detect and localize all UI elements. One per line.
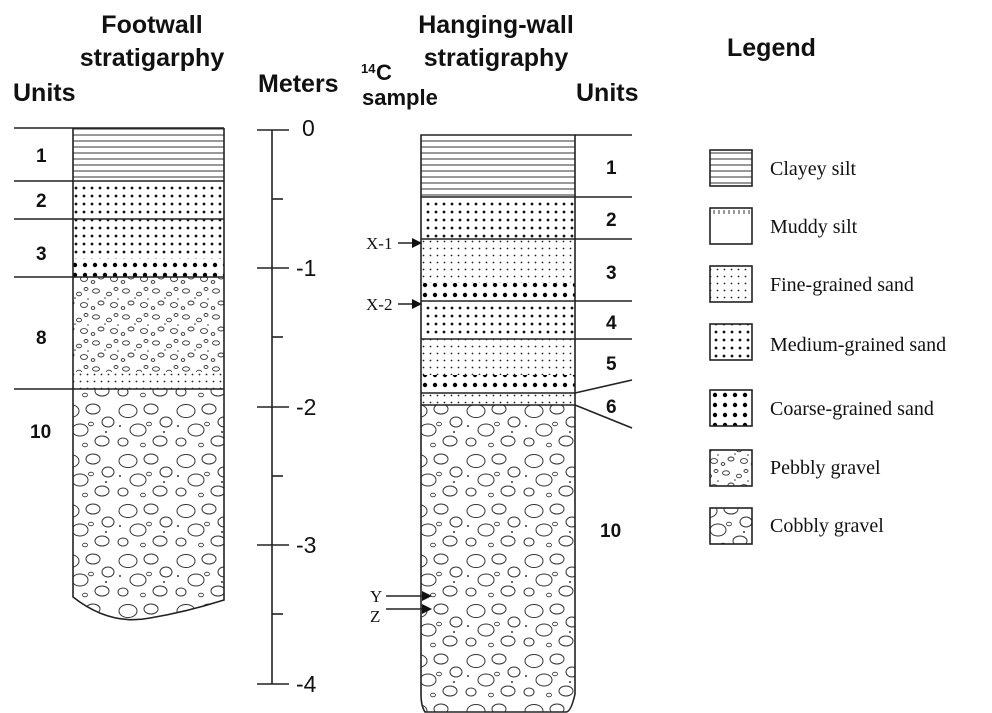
hanging-unit-1-fill [421,135,575,197]
hanging-unit-label: 4 [606,313,617,334]
legend-swatch-coarse-sand [709,389,753,427]
hanging-unit-2-fill [421,197,575,239]
units-left-header: Units [13,79,76,107]
muddy-silt-ticks [713,210,750,214]
hanging-unit-label: 6 [606,397,617,418]
sample-label-z: Z [370,607,380,626]
legend-swatch-fine-sand [709,265,753,303]
legend-label: Fine-grained sand [770,274,914,296]
scale-label: -2 [296,394,316,420]
depth-scale: 0 -1 -2 -3 -4 [257,115,317,697]
scale-label: -4 [296,671,317,697]
legend-label: Coarse-grained sand [770,398,934,420]
hanging-title-line2: stratigraphy [424,44,569,72]
legend: Clayey silt Muddy silt Fine-grained sand… [709,149,946,545]
legend-label: Cobbly gravel [770,515,884,537]
footwall-unit-label: 10 [30,422,51,443]
legend-label: Clayey silt [770,158,857,180]
c14-letter: C [376,60,392,85]
legend-swatch-pebbly-gravel [709,449,753,487]
hanging-title-line1: Hanging-wall [418,11,574,39]
legend-swatch-clayey-silt [709,149,753,187]
scale-label: 0 [302,115,315,141]
legend-swatch-cobbly-gravel [709,507,753,545]
footwall-unit-8-base-fill [73,372,224,389]
legend-swatch-medium-sand [709,323,753,361]
footwall-unit-3-coarse-fill [73,259,224,277]
scale-label: -1 [296,255,316,281]
footwall-title-line1: Footwall [101,11,202,39]
footwall-unit-label: 2 [36,191,47,212]
hanging-unit-6-wedge-top [574,379,633,394]
footwall-unit-label: 3 [36,244,47,265]
legend-label: Medium-grained sand [770,334,946,356]
sample-arrowhead-x2 [412,299,422,309]
sample-arrowhead-z [422,604,432,614]
c14-samples: X-1 X-2 Y Z [366,234,432,626]
hanging-unit-3-fill [421,239,575,283]
footwall-unit-label: 1 [36,146,47,167]
footwall-title-line2: stratigarphy [80,44,225,72]
scale-label: -3 [296,532,316,558]
hanging-unit-label: 1 [606,158,617,179]
meters-header: Meters [258,70,339,98]
hanging-unit-3-coarse-fill [421,283,575,301]
sample-label-x2: X-2 [366,295,392,314]
footwall-unit-label: 8 [36,328,47,349]
sample-label-y: Y [370,587,382,606]
footwall-unit-10-fill [73,389,224,620]
hanging-unit-4-fill [421,301,575,339]
footwall-unit-3-fill [73,219,224,259]
hanging-unit-6-fill [421,393,575,405]
sample-arrowhead-x1 [412,238,422,248]
hanging-unit-5-coarse-fill [421,375,575,393]
legend-title: Legend [727,34,816,62]
legend-label: Muddy silt [770,216,858,238]
units-right-header: Units [576,79,639,107]
hanging-unit-label: 3 [606,263,617,284]
hanging-unit-label: 5 [606,354,617,375]
hanging-outline [420,134,576,713]
sample-header: sample [362,85,438,110]
sample-label-x1: X-1 [366,234,392,253]
footwall-unit-1-fill [73,128,224,181]
footwall-column: 1 2 3 8 10 [14,127,225,621]
hanging-unit-label: 10 [600,521,621,542]
legend-label: Pebbly gravel [770,457,881,479]
c14-superscript: 14 [361,61,376,76]
hanging-unit-10-fill [421,405,575,712]
footwall-outline [72,128,225,621]
hanging-wall-column: 1 2 3 4 5 6 10 [420,134,633,713]
hanging-unit-5-fill [421,339,575,375]
footwall-unit-8-fill [73,277,224,372]
legend-swatch-muddy-silt [709,207,753,245]
footwall-unit-2-fill [73,181,224,219]
sample-arrowhead-y [422,591,432,601]
hanging-unit-6-wedge-bottom [574,404,633,429]
hanging-unit-label: 2 [606,210,617,231]
